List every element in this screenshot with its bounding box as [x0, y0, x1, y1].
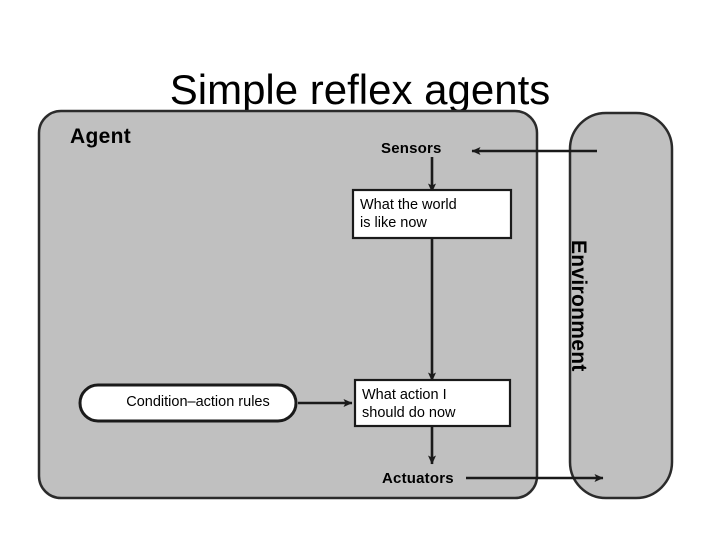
rules-node-label: Condition–action rules [126, 394, 270, 410]
rules-node-shape [78, 383, 298, 423]
world-state-node-shape [351, 188, 513, 240]
environment-container-shape [568, 111, 674, 500]
page-title: Simple reflex agents [169, 66, 551, 114]
actuators-port-label: Actuators [382, 470, 454, 487]
agent-box-label: Agent [70, 125, 131, 148]
world-state-node-label: What the world is like now [360, 197, 457, 231]
action-choice-node-label: What action I should do now [362, 387, 456, 421]
sensors-port-label: Sensors [381, 140, 442, 157]
environment-box-label: Environment [567, 240, 590, 372]
agent-container-shape [37, 109, 539, 500]
